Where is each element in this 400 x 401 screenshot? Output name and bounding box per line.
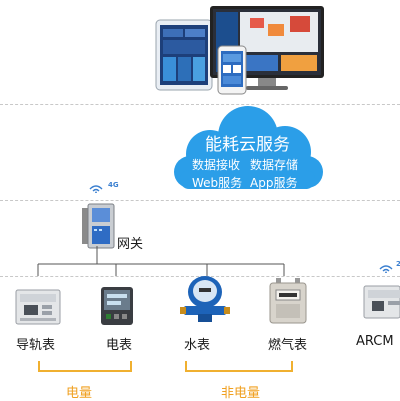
device-label-electric-meter: 电表 — [106, 338, 133, 353]
top-divider — [0, 104, 400, 105]
connection-lines — [37, 246, 285, 276]
category-non-electric: 非电量 — [221, 386, 261, 401]
cloud-service-app: App服务 — [250, 176, 298, 190]
cloud-service-web: Web服务 — [192, 176, 243, 190]
category-electric: 电量 — [66, 386, 93, 401]
tablet-icon — [155, 19, 213, 91]
rail-meter-icon — [15, 289, 61, 325]
non-electric-bracket — [185, 361, 293, 372]
cloud-service-data-receive: 数据接收 — [192, 158, 241, 172]
wifi-signal-icon — [89, 185, 103, 193]
water-meter-icon — [180, 276, 230, 322]
cloud-service-data-storage: 数据存储 — [250, 158, 299, 172]
arcm-wifi-signal-icon — [379, 265, 393, 273]
arcm-signal-label: 2 — [396, 260, 400, 268]
bottom-divider — [0, 276, 400, 277]
device-label-gas-meter: 燃气表 — [268, 338, 308, 353]
device-label-rail-meter: 导轨表 — [16, 338, 56, 353]
gateway-device-icon — [82, 203, 115, 249]
gas-meter-icon — [269, 278, 307, 324]
gateway-label: 网关 — [117, 237, 144, 252]
client-devices-illustration — [155, 6, 324, 95]
cloud-title: 能耗云服务 — [205, 135, 290, 155]
monitor-icon — [210, 6, 324, 90]
arcm-device-icon — [363, 285, 400, 319]
middle-divider — [0, 200, 400, 201]
electric-bracket — [38, 361, 132, 372]
electric-meter-icon — [101, 287, 133, 325]
gateway-signal-label: 4G — [108, 181, 119, 189]
cloud-icon — [174, 106, 323, 189]
phone-icon — [217, 45, 247, 95]
device-label-water-meter: 水表 — [184, 338, 211, 353]
device-label-arcm: ARCM — [356, 334, 394, 349]
